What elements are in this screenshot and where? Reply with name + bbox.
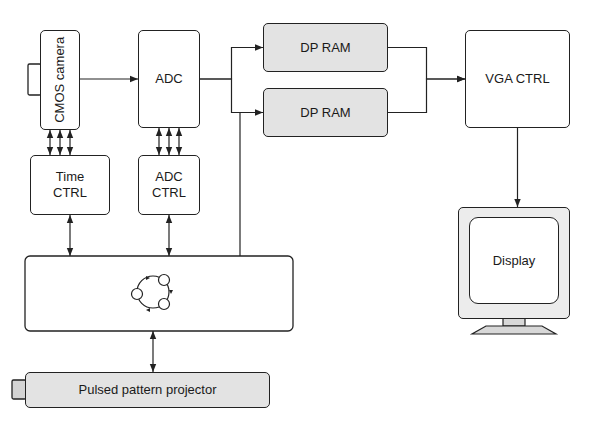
node-label: DP RAM [300,40,350,56]
memory-box: DP RAM [263,88,388,137]
camera-box: CMOS camera [40,30,80,130]
controller-box [25,256,293,331]
connector-arrow [388,48,465,80]
process-box: VGA CTRL [465,30,570,128]
connector-arrow [59,130,60,155]
control-box: ADC CTRL [138,155,200,215]
node-label: Time CTRL [48,169,92,200]
connector-arrow [49,130,50,155]
node-label: VGA CTRL [485,71,549,87]
node-label: ADC [155,71,182,87]
monitor-screen: Display [469,217,559,304]
monitor-neck [503,318,525,326]
memory-box: DP RAM [263,23,388,72]
connector-arrow [388,79,465,113]
node-label: CMOS camera [52,37,68,123]
connector-arrow [168,128,169,155]
connector-arrow [517,128,518,207]
connector-arrow [200,79,263,113]
projector-box: Pulsed pattern projector [25,372,270,408]
node-label: Display [493,253,536,269]
control-wire [69,215,70,256]
connector-arrow [178,128,179,155]
control-wire [168,215,169,256]
projector-lens [12,380,26,399]
node-label: DP RAM [300,105,350,121]
control-wire [152,331,153,372]
node-label: ADC CTRL [147,169,191,200]
connector-arrow [80,78,138,79]
connector-arrow [158,128,159,155]
monitor: Display [458,207,570,319]
connector-arrow [69,130,70,155]
node-label: Pulsed pattern projector [78,382,216,398]
state-machine-symbol [132,275,174,313]
control-box: Time CTRL [30,155,110,215]
connector-arrow [200,48,263,80]
monitor-base [472,326,556,334]
process-box: ADC [138,30,200,128]
control-wire [239,112,240,256]
